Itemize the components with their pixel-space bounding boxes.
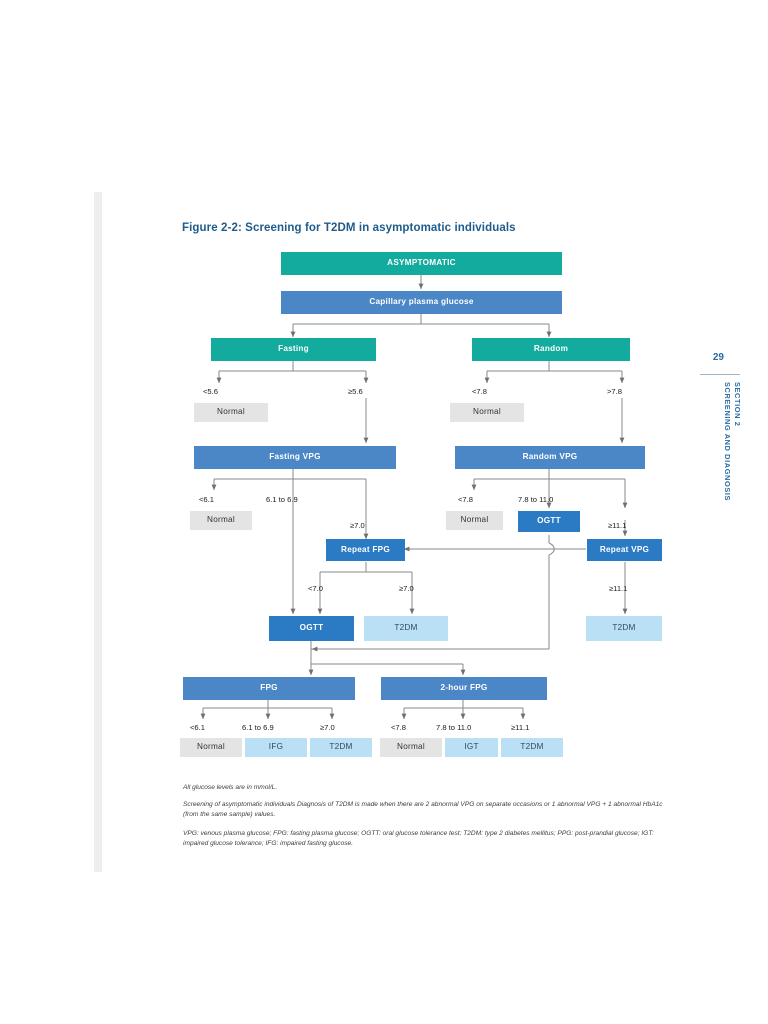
edge-label-fvpg-low: <6.1 (199, 495, 214, 504)
page-number: 29 (712, 352, 724, 363)
node-normal-fasting-screen: Normal (194, 403, 268, 422)
edge-label-random-low: <7.8 (472, 387, 487, 396)
edge-label-repeat-fpg-low: <7.0 (308, 584, 323, 593)
node-fpg-normal: Normal (180, 738, 242, 757)
node-t2dm-repeat-vpg: T2DM (586, 616, 662, 641)
page-margin-bar (94, 192, 102, 872)
edge-label-fvpg-high: ≥7.0 (350, 521, 365, 530)
node-random-vpg: Random VPG (455, 446, 645, 469)
edge-label-fpg-low: <6.1 (190, 723, 205, 732)
section-label: SECTION 2 SCREENING AND DIAGNOSIS (722, 382, 742, 501)
node-2h-t2dm: T2DM (501, 738, 563, 757)
edge-label-fpg-mid: 6.1 to 6.9 (242, 723, 274, 732)
edge-label-random-high: >7.8 (607, 387, 622, 396)
node-random: Random (472, 338, 630, 361)
node-2h-igt: IGT (445, 738, 498, 757)
page-rule-divider (700, 374, 740, 375)
node-ogtt-main: OGTT (269, 616, 354, 641)
footnote-units: All glucose levels are in mmol/L. (183, 784, 278, 791)
edge-label-rvpg-low: <7.8 (458, 495, 473, 504)
edge-label-repeat-fpg-high: ≥7.0 (399, 584, 414, 593)
node-2h-normal: Normal (380, 738, 442, 757)
node-fpg-ifg: IFG (245, 738, 307, 757)
node-normal-random-vpg: Normal (446, 511, 503, 530)
node-normal-fasting-vpg: Normal (190, 511, 252, 530)
node-fasting: Fasting (211, 338, 376, 361)
edge-label-2h-low: <7.8 (391, 723, 406, 732)
node-normal-random-screen: Normal (450, 403, 524, 422)
node-ogtt-random-branch: OGTT (518, 511, 580, 532)
edge-label-fpg-high: ≥7.0 (320, 723, 335, 732)
node-asymptomatic: ASYMPTOMATIC (281, 252, 562, 275)
node-repeat-fpg: Repeat FPG (326, 539, 405, 561)
node-fpg: FPG (183, 677, 355, 700)
figure-title: Figure 2-2: Screening for T2DM in asympt… (182, 222, 516, 234)
node-2-hour-fpg: 2-hour FPG (381, 677, 547, 700)
edge-label-rvpg-high: ≥11.1 (608, 521, 627, 530)
edge-label-rvpg-mid: 7.8 to 11.0 (518, 495, 554, 504)
node-fpg-t2dm: T2DM (310, 738, 372, 757)
node-t2dm-repeat-fpg: T2DM (364, 616, 448, 641)
node-fasting-vpg: Fasting VPG (194, 446, 396, 469)
edge-label-2h-mid: 7.8 to 11.0 (436, 723, 472, 732)
node-repeat-vpg: Repeat VPG (587, 539, 662, 561)
footnote-diagnosis: Screening of asymptomatic individuals Di… (183, 801, 663, 819)
node-capillary-plasma-glucose: Capillary plasma glucose (281, 291, 562, 314)
footnote-abbreviations: VPG: venous plasma glucose; FPG: fasting… (183, 830, 654, 848)
edge-label-fvpg-mid: 6.1 to 6.9 (266, 495, 298, 504)
edge-label-fasting-low: <5.6 (203, 387, 218, 396)
section-label-line1: SECTION 2 (733, 382, 742, 427)
edge-label-repeat-vpg-high: ≥11.1 (609, 584, 628, 593)
section-label-line2: SCREENING AND DIAGNOSIS (723, 382, 733, 502)
edge-label-2h-high: ≥11.1 (511, 723, 530, 732)
edge-label-fasting-high: ≥5.6 (348, 387, 363, 396)
